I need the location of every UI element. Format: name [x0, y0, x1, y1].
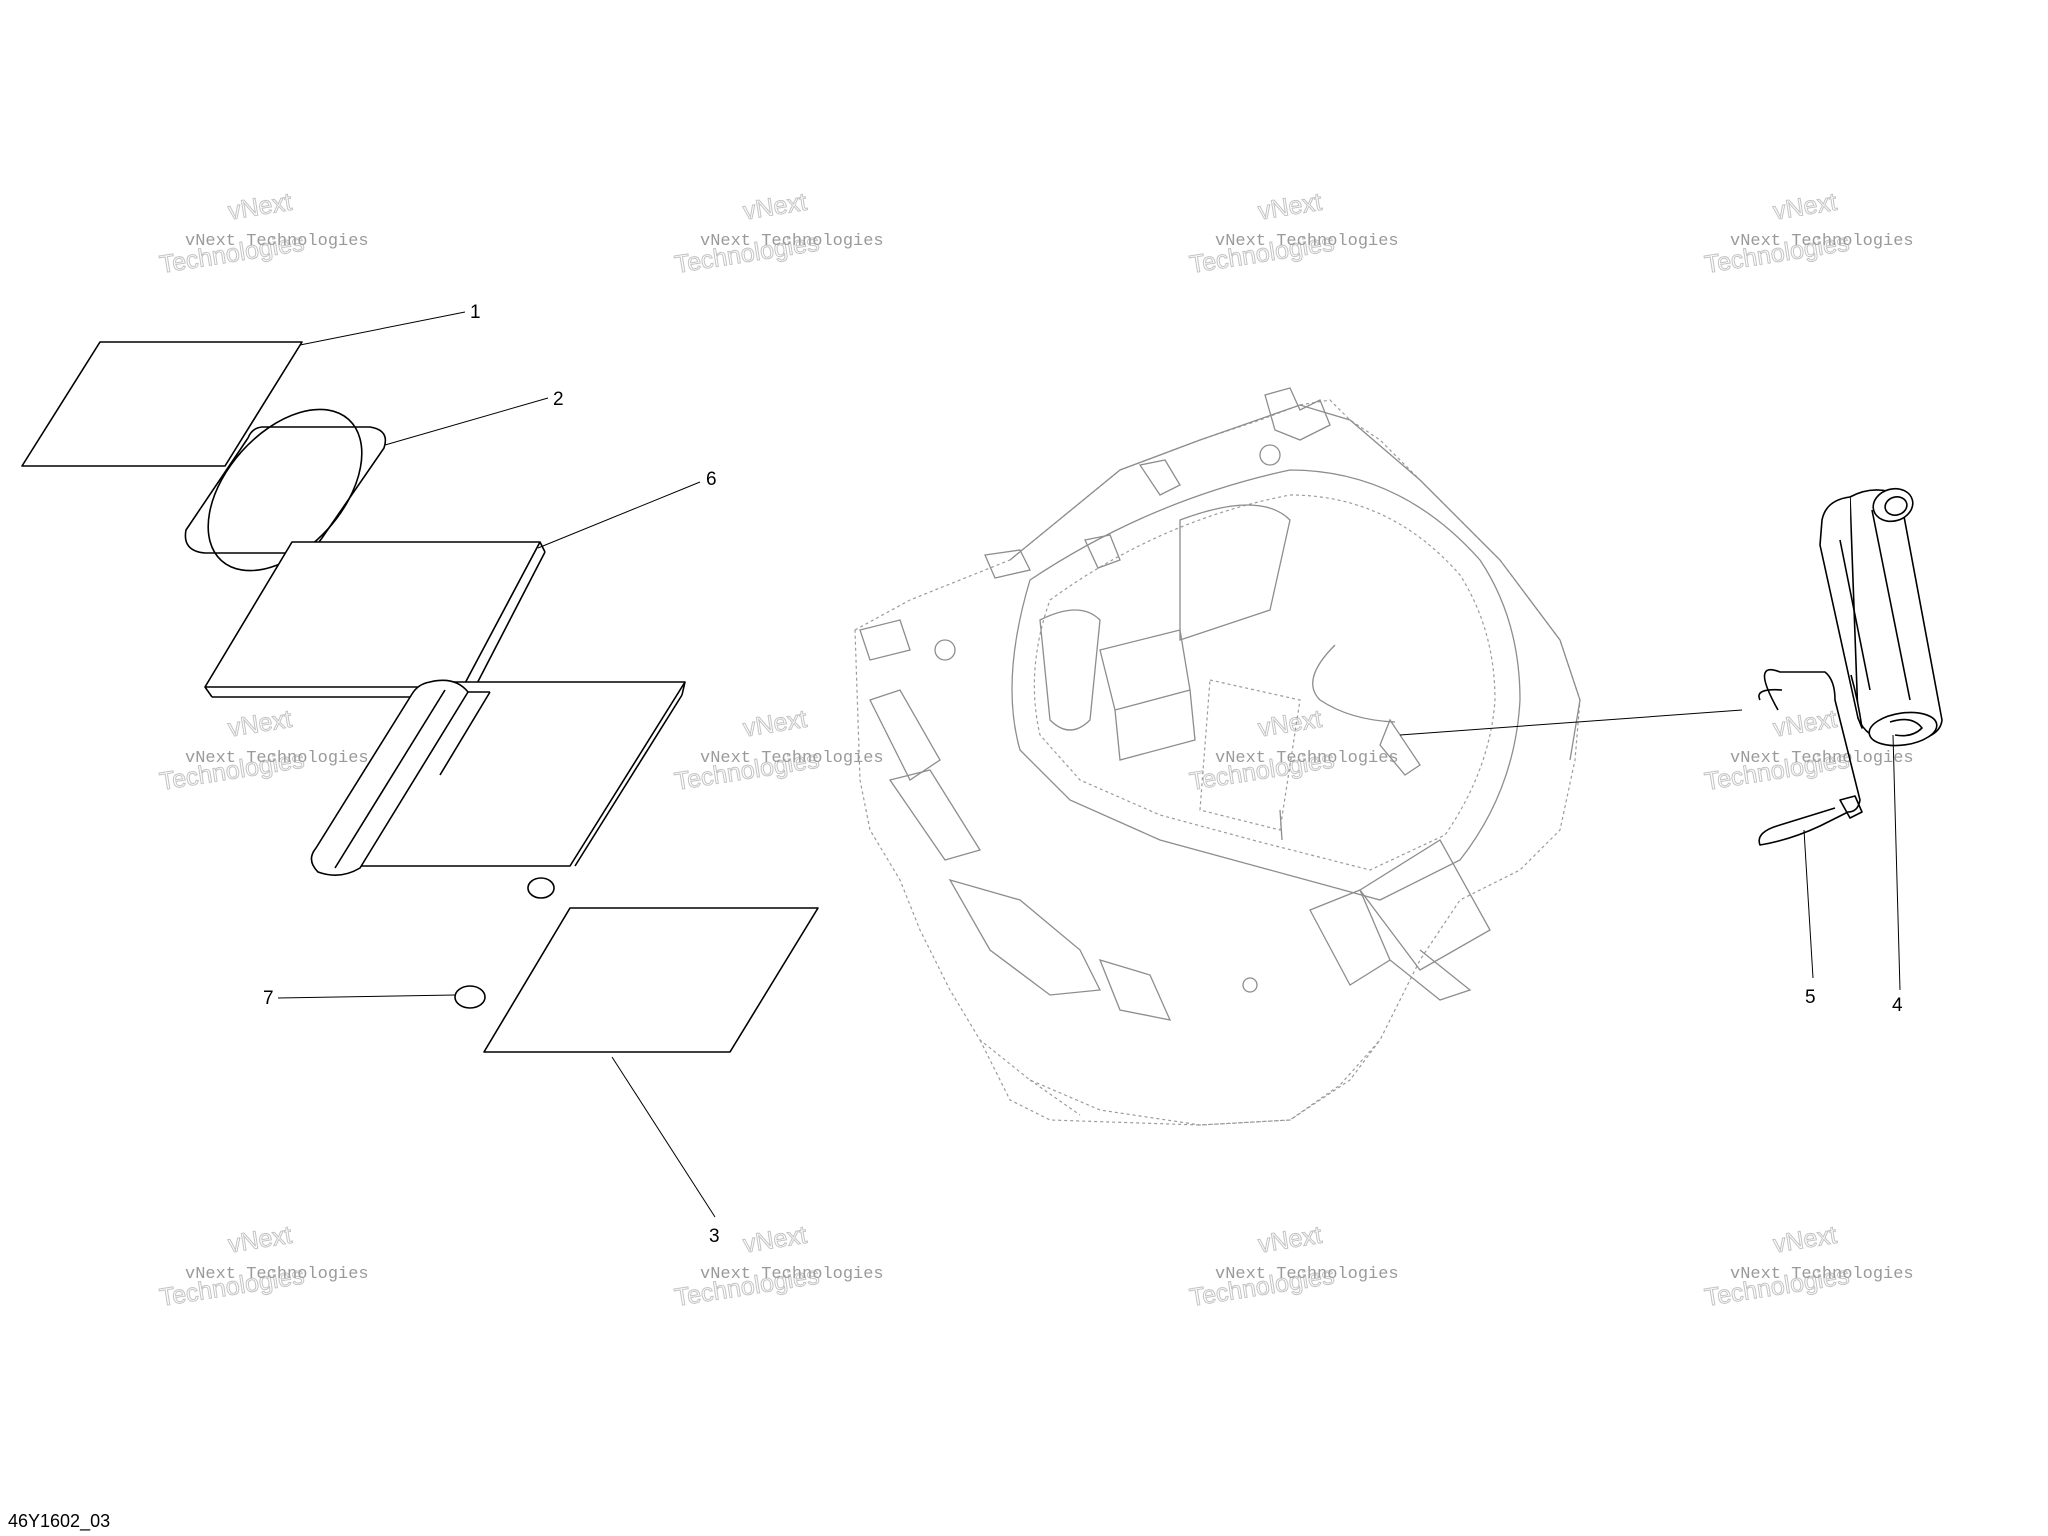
watermark-text: vNext Technologies	[1215, 749, 1399, 768]
leader-5-to-housing	[1399, 709, 1743, 736]
watermark-text: vNext Technologies	[1730, 749, 1914, 768]
watermark-text: vNext Technologies	[1730, 232, 1914, 251]
watermark-text: vNext	[741, 188, 809, 226]
watermark-text: vNext	[741, 705, 809, 743]
part-3-sheet	[483, 907, 819, 1053]
callout-4: 4	[1892, 995, 1903, 1016]
watermark-text: vNext Technologies	[700, 232, 884, 251]
leader-2	[384, 397, 549, 446]
watermark-text: vNext	[1256, 705, 1324, 743]
part-4-cylinder	[1819, 487, 1943, 747]
watermark-text: vNext	[741, 1221, 809, 1259]
part-1-sheet	[21, 341, 303, 467]
leader-7	[277, 994, 456, 999]
watermark-text: vNext	[1771, 705, 1839, 743]
part-6-tray	[204, 541, 546, 698]
callout-1: 1	[470, 302, 481, 323]
leader-4	[1892, 734, 1901, 991]
callout-5: 5	[1805, 987, 1816, 1008]
callout-3: 3	[709, 1226, 720, 1247]
callout-6: 6	[706, 469, 717, 490]
watermark-text: vNext	[1771, 1221, 1839, 1259]
part-7-plug	[454, 985, 486, 1009]
callout-7: 7	[263, 988, 274, 1009]
leader-6	[537, 481, 701, 549]
watermark-text: vNext	[1256, 188, 1324, 226]
watermark-text: vNext	[226, 1221, 294, 1259]
plug-small	[527, 877, 555, 899]
watermark-text: vNext	[226, 188, 294, 226]
storage-compartment-housing	[854, 387, 1581, 1126]
callout-labels: 1 2 6 7 3 4 5	[263, 302, 1903, 1247]
watermark-text: vNext Technologies	[1215, 1265, 1399, 1284]
holder-rolled-panel	[310, 679, 686, 876]
part-5-cable	[1758, 668, 1863, 846]
watermark-text: vNext Technologies	[185, 1265, 369, 1284]
watermark-text: vNext Technologies	[1730, 1265, 1914, 1284]
watermark-text: vNext Technologies	[185, 232, 369, 251]
leader-1	[299, 311, 466, 346]
reference-code: 46Y1602_03	[8, 1511, 111, 1531]
watermark-text: vNext Technologies	[1215, 232, 1399, 251]
watermark-text: vNext	[1256, 1221, 1324, 1259]
watermark-text: vNext Technologies	[700, 749, 884, 768]
watermark-text: vNext Technologies	[700, 1265, 884, 1284]
watermark-text: vNext	[226, 705, 294, 743]
callout-2: 2	[553, 389, 564, 410]
leader-5	[1803, 829, 1814, 979]
watermark-text: vNext	[1771, 188, 1839, 226]
leader-3	[611, 1056, 716, 1218]
watermark-text: vNext Technologies	[185, 749, 369, 768]
leader-lines	[277, 311, 1901, 1218]
